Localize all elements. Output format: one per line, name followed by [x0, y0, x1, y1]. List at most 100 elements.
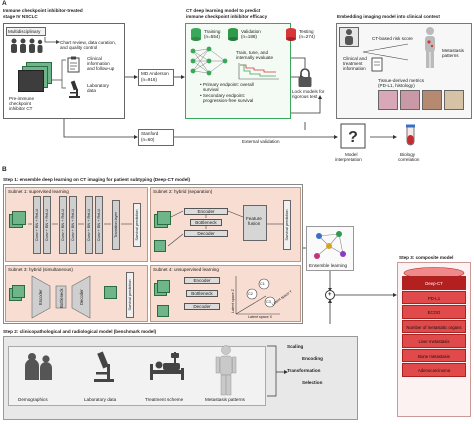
- stanford-count: (n=60): [141, 137, 155, 142]
- patient-icon: [345, 29, 353, 45]
- train-tune-label: Train, tune, and: [236, 50, 269, 55]
- step1-title: Step 1: ensemble deep learning on CT ima…: [3, 177, 191, 182]
- survival-prediction-block: Survival prediction: [133, 203, 141, 247]
- risk-score-label: CT-based risk score: [372, 36, 413, 41]
- conv-block: Conv + BN + ReLU: [95, 196, 103, 254]
- curation-label-2: and quality control: [60, 45, 98, 50]
- ct-input: [157, 211, 171, 225]
- laboratory-label: Laboratory data: [84, 397, 117, 402]
- clipboard-icon: [371, 57, 383, 72]
- scaling-step: Scaling: [287, 344, 304, 349]
- transformation-step: Transformation: [287, 368, 321, 373]
- test-tube-icon: [406, 124, 415, 146]
- metastasis-label: Metastasis: [442, 48, 464, 53]
- bracket-arrow: [267, 345, 288, 397]
- testing-label: Testing: [299, 29, 314, 34]
- ensemble-network-icon: [314, 231, 346, 259]
- clinical-label-2: information: [87, 61, 110, 66]
- histology-image: [400, 90, 420, 110]
- ct-input: [12, 285, 25, 298]
- primary-endpoint-2: survival: [203, 87, 219, 92]
- clinical-treatment-label: Clinical and: [343, 56, 367, 61]
- composite-layer: Adenocarcinoma: [402, 363, 466, 377]
- secondary-endpoint-2: progression-free survival: [203, 98, 254, 103]
- ensemble-label: Ensemble learning: [309, 263, 348, 268]
- testing-count: (n=274): [299, 34, 315, 39]
- clinical-label-3: and follow-up: [87, 66, 115, 71]
- validation-data-icon: [228, 28, 238, 41]
- histology-image: [422, 90, 442, 110]
- feature-fusion-block: [243, 205, 267, 241]
- dl-title: CT deep learning model to predict: [186, 8, 261, 13]
- curation-label: Chart review, data curation,: [60, 40, 116, 45]
- composite-layer: Liver metastasis: [402, 334, 466, 348]
- lock-label-2: rigorous test: [292, 94, 318, 99]
- mda-cohort-box: [138, 69, 174, 86]
- conv-block: Conv + BN + ReLU: [85, 196, 93, 254]
- step2-to-plus-line: [330, 300, 338, 380]
- transition-layer: Transition layer: [112, 200, 120, 250]
- clinicians-icon: [11, 38, 43, 53]
- arrow-icon: [44, 37, 60, 44]
- conv-block: Conv + BN + ReLU: [59, 196, 67, 254]
- conv-block: Conv + BN + ReLU: [69, 196, 77, 254]
- dl-title-2: immune checkpoint inhibitor efficacy: [186, 13, 268, 19]
- multidisciplinary-label: Multidisciplinary: [8, 29, 41, 34]
- secondary-endpoint: • Secondary endpoint:: [200, 93, 246, 98]
- step2-title: Step 2: clinicopathological and radiolog…: [3, 329, 157, 334]
- subnet4-panel: [150, 265, 301, 322]
- body-silhouette-icon: [215, 345, 237, 396]
- demographics-icon: [25, 353, 52, 380]
- selection-step: Selection: [302, 380, 323, 385]
- autoencoder-shape: [31, 275, 91, 319]
- train-tune-label-2: internally evaluate: [236, 55, 274, 60]
- testing-data-icon: [286, 28, 296, 41]
- biology-label-2: correlation: [398, 157, 420, 162]
- survival-prediction-block: Survival prediction: [126, 272, 134, 318]
- tissue-label: Tissue-derived metrics: [378, 78, 425, 83]
- subnet2-title: Subnet 2: hybrid (separation): [153, 189, 213, 194]
- subnet2-panel: [150, 187, 301, 262]
- demographics-label: Demographics: [18, 397, 48, 402]
- encoding-step: Encoding: [302, 356, 323, 361]
- composite-layer: Deep-CT: [402, 276, 466, 290]
- ct-label-2: checkpoint: [9, 101, 31, 106]
- tissue-label-2: (PD-L1, histology): [378, 83, 415, 88]
- validation-count: (n=188): [241, 34, 257, 39]
- microscope-icon: [94, 351, 114, 382]
- mda-count: (n=916): [141, 77, 157, 82]
- encoder-block: Encoder: [184, 277, 220, 284]
- histology-image: [444, 90, 464, 110]
- conv-block: Conv + BN + ReLU: [43, 196, 51, 254]
- treatment-label: Treatment scheme: [145, 397, 184, 402]
- mda-label: MD Anderson: [141, 71, 169, 76]
- latent-space-plot: [235, 276, 280, 315]
- microscope-icon: [69, 80, 80, 98]
- svg-text:?: ?: [348, 129, 358, 146]
- ct-label: Pre-immune: [9, 96, 35, 101]
- cluster-c2: C2: [248, 292, 253, 296]
- training-label: Training: [204, 29, 221, 34]
- biology-label: Biology: [400, 152, 416, 157]
- cluster-c3: C3: [266, 300, 271, 304]
- subnet3-title: Subnet 3: hybrid (simultaneous): [8, 267, 73, 272]
- primary-endpoint: • Primary endpoint: overall: [200, 82, 254, 87]
- latent-x-label: Latent space X: [248, 315, 272, 319]
- subnet4-title: Subnet 4: unsupervised learning: [153, 267, 219, 272]
- decoder-block: Decoder: [184, 230, 228, 237]
- lock-icon: [298, 68, 312, 87]
- neural-network-icon: [190, 46, 228, 76]
- embed-title: Embedding imaging model into clinical co…: [337, 13, 440, 19]
- ct-scan-image: [18, 70, 44, 92]
- cluster-c1: C1: [260, 282, 265, 286]
- feature-fusion-label: Feature: [246, 216, 262, 221]
- step3-title: Step 3: composite model: [399, 255, 454, 260]
- lock-label: Lock models for: [292, 89, 325, 94]
- lab-label: Laboratory: [87, 83, 109, 88]
- subnet2-arrows: [167, 210, 283, 247]
- ct-output: [104, 286, 117, 299]
- stanford-label: Stanford: [141, 131, 159, 136]
- bottleneck-block: Bottleneck: [186, 290, 218, 297]
- survival-curve-icon: [238, 63, 279, 80]
- external-validation-label: External validation: [242, 139, 280, 144]
